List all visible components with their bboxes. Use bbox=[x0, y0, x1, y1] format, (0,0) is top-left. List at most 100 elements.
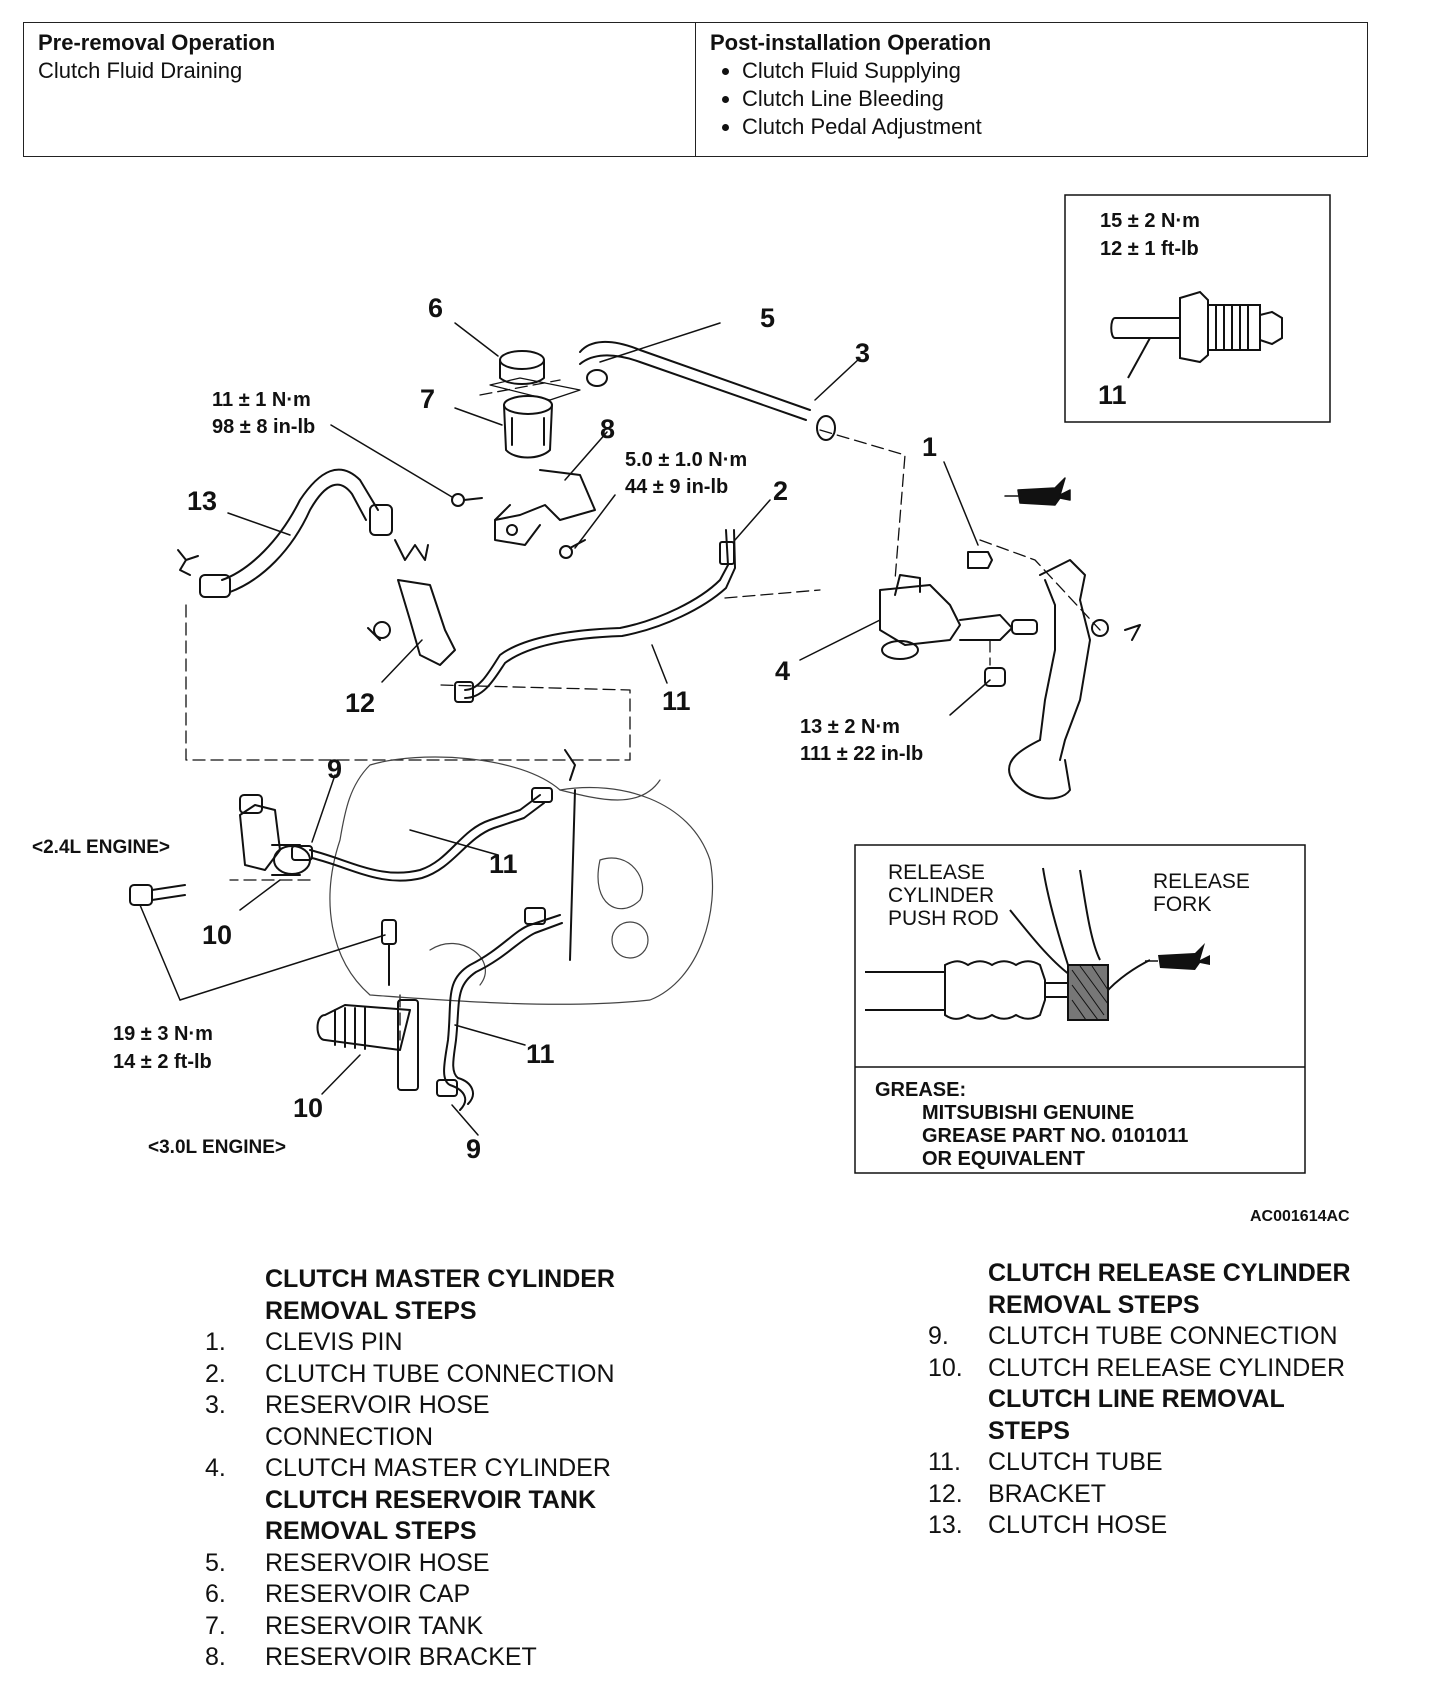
grease-icon bbox=[1145, 943, 1210, 970]
step-item: 4.CLUTCH MASTER CYLINDER bbox=[205, 1453, 615, 1485]
release-fork-label: RELEASE bbox=[1153, 870, 1250, 893]
step-number: 13. bbox=[928, 1511, 963, 1539]
step-item: 12. BRACKET bbox=[928, 1479, 1351, 1511]
step-text: CLUTCH TUBE CONNECTION bbox=[265, 1359, 615, 1388]
part-number-label: 11 bbox=[1098, 380, 1127, 410]
post-installation-heading: Post-installation Operation bbox=[710, 30, 992, 55]
engine-label-30l: <3.0L ENGINE> bbox=[148, 1137, 286, 1158]
torque-value: 11 ± 1 N·m bbox=[212, 389, 311, 411]
release-cylinder-30l bbox=[316, 919, 419, 1091]
release-fork-label: FORK bbox=[1153, 893, 1211, 916]
torque-value: 13 ± 2 N·m bbox=[800, 716, 900, 738]
step-item: 3.RESERVOIR HOSE bbox=[205, 1390, 615, 1422]
post-installation-cell: Post-installation Operation Clutch Fluid… bbox=[695, 23, 1367, 156]
bracket-bolt bbox=[451, 493, 586, 559]
step-number: 2. bbox=[205, 1359, 226, 1388]
step-text: CLEVIS PIN bbox=[265, 1328, 403, 1356]
step-number: 1. bbox=[205, 1328, 226, 1356]
step-item: 5. RESERVOIR HOSE bbox=[205, 1548, 615, 1580]
step-number: 7. bbox=[205, 1611, 226, 1640]
post-installation-list: Clutch Fluid Supplying Clutch Line Bleed… bbox=[710, 57, 1353, 141]
step-number: 3. bbox=[205, 1391, 226, 1419]
part-number-label: 13 bbox=[187, 486, 217, 516]
step-number: 10. bbox=[928, 1353, 963, 1382]
post-installation-item: Clutch Fluid Supplying bbox=[742, 57, 1353, 85]
post-installation-item: Clutch Pedal Adjustment bbox=[742, 113, 1353, 141]
steps-heading: REMOVAL STEPS bbox=[988, 1290, 1200, 1319]
part-number-label: 4 bbox=[775, 656, 790, 686]
step-item: 2. CLUTCH TUBE CONNECTION bbox=[205, 1359, 615, 1391]
step-item: 13.CLUTCH HOSE bbox=[928, 1510, 1351, 1542]
step-item: 11. CLUTCH TUBE bbox=[928, 1447, 1351, 1479]
part-number-label: 1 bbox=[922, 432, 937, 462]
step-text: CLUTCH TUBE CONNECTION bbox=[988, 1322, 1338, 1350]
operation-table: Pre-removal Operation Clutch Fluid Drain… bbox=[23, 22, 1368, 157]
part-number-label: 9 bbox=[466, 1134, 481, 1164]
step-number: 5. bbox=[205, 1548, 226, 1577]
part-number-label: 6 bbox=[428, 293, 443, 323]
engine-label-24l: <2.4L ENGINE> bbox=[32, 837, 170, 858]
part-number-label: 12 bbox=[345, 688, 375, 718]
pre-removal-cell: Pre-removal Operation Clutch Fluid Drain… bbox=[24, 23, 695, 156]
post-installation-item: Clutch Line Bleeding bbox=[742, 85, 1353, 113]
torque-value: 12 ± 1 ft-lb bbox=[1100, 238, 1199, 260]
step-item: 1. CLEVIS PIN bbox=[205, 1327, 615, 1359]
removal-steps-right: CLUTCH RELEASE CYLINDER REMOVAL STEPS 9. CL… bbox=[928, 1258, 1351, 1542]
steps-heading: REMOVAL STEPS bbox=[265, 1296, 477, 1325]
master-cylinder-nut bbox=[984, 667, 1006, 687]
clutch-pedal bbox=[1008, 559, 1141, 800]
step-item: CONNECTION bbox=[205, 1422, 615, 1454]
leader-lines bbox=[139, 322, 991, 1136]
part-number-label: 11 bbox=[662, 686, 691, 716]
transmission-housing bbox=[329, 756, 714, 1005]
part-number-label: 11 bbox=[526, 1039, 555, 1069]
release-cylinder-24l bbox=[129, 794, 311, 906]
part-number-label: 2 bbox=[773, 476, 788, 506]
steps-heading: REMOVAL STEPS bbox=[265, 1517, 477, 1545]
step-item: 10. CLUTCH RELEASE CYLINDER bbox=[928, 1353, 1351, 1385]
part-number-label: 10 bbox=[293, 1093, 323, 1123]
torque-value: 15 ± 2 N·m bbox=[1100, 210, 1200, 232]
pre-removal-item: Clutch Fluid Draining bbox=[38, 58, 243, 83]
step-item: 8.RESERVOIR BRACKET bbox=[205, 1642, 615, 1674]
step-text: CLUTCH RELEASE CYLINDER bbox=[988, 1353, 1346, 1382]
step-text: CONNECTION bbox=[265, 1422, 434, 1451]
part-number-label: 10 bbox=[202, 920, 232, 950]
part-number-label: 5 bbox=[760, 303, 775, 333]
clutch-tube-30l bbox=[436, 749, 576, 1111]
part-number-label: 8 bbox=[600, 414, 615, 444]
clutch-exploded-diagram: 6 7 8 5 3 1 2 4 13 12 11 11 9 11 10 11 1… bbox=[32, 194, 1331, 1174]
clutch-master-cylinder bbox=[879, 574, 1038, 660]
clutch-tube-24l bbox=[291, 787, 553, 882]
alignment-lines bbox=[185, 379, 1101, 1041]
step-number: 9. bbox=[928, 1322, 949, 1350]
part-number-label: 7 bbox=[420, 384, 435, 414]
step-text: BRACKET bbox=[988, 1479, 1107, 1508]
reservoir-tank bbox=[503, 395, 553, 459]
step-text: RESERVOIR HOSE bbox=[265, 1548, 490, 1577]
clutch-hose bbox=[177, 468, 393, 598]
step-number: 11. bbox=[928, 1448, 961, 1476]
step-item: 7. RESERVOIR TANK bbox=[205, 1611, 615, 1643]
step-text: CLUTCH TUBE bbox=[988, 1448, 1163, 1476]
step-number: 12. bbox=[928, 1479, 963, 1508]
part-number-label: 3 bbox=[855, 338, 870, 368]
part-number-label: 11 bbox=[489, 849, 518, 879]
clutch-tube-upper bbox=[454, 529, 736, 703]
pre-removal-heading: Pre-removal Operation bbox=[38, 30, 276, 55]
step-text: RESERVOIR CAP bbox=[265, 1580, 471, 1608]
step-number: 6. bbox=[205, 1580, 226, 1608]
part-number-label: 9 bbox=[327, 754, 342, 784]
step-number: 4. bbox=[205, 1454, 226, 1482]
step-item: 9. CLUTCH TUBE CONNECTION bbox=[928, 1321, 1351, 1353]
reservoir-bracket bbox=[494, 469, 596, 546]
inset-tube-fitting bbox=[1064, 194, 1331, 423]
reservoir-cap bbox=[489, 350, 581, 401]
grease-note: OR EQUIVALENT bbox=[922, 1148, 1085, 1170]
steps-heading: CLUTCH RESERVOIR TANK bbox=[265, 1485, 597, 1514]
step-text: RESERVOIR TANK bbox=[265, 1611, 484, 1640]
steps-heading: CLUTCH LINE REMOVAL bbox=[988, 1385, 1285, 1413]
torque-value: 98 ± 8 in-lb bbox=[212, 416, 315, 438]
push-rod-label: PUSH ROD bbox=[888, 907, 999, 930]
